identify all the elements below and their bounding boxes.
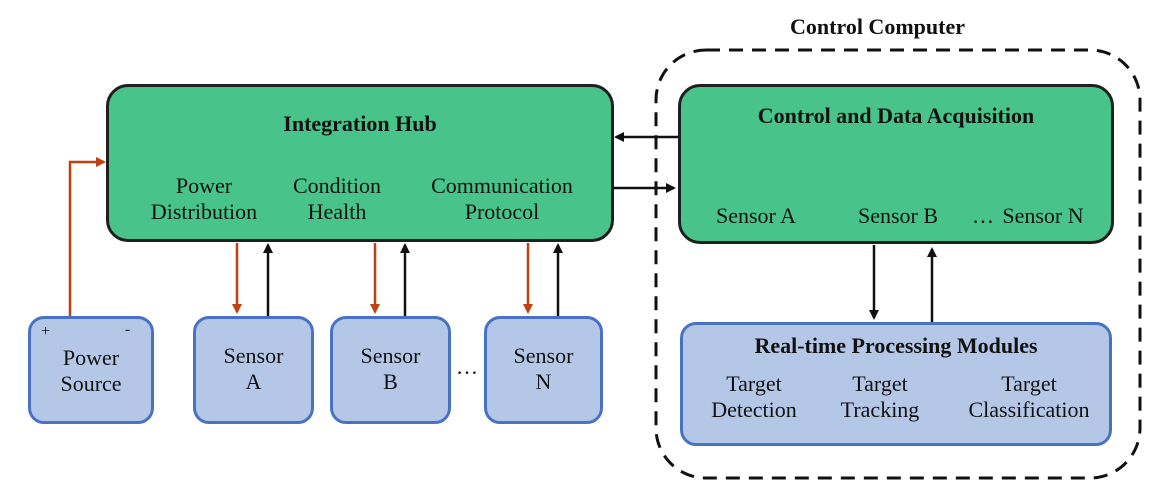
hub-item-line: Power <box>175 173 233 198</box>
daq-sensor-a-label: Sensor A <box>715 203 797 228</box>
processing-line: Tracking <box>840 397 920 423</box>
processing-line: Target <box>852 371 908 396</box>
sensor-b-box: Sensor B <box>330 316 451 424</box>
processing-line: Target <box>726 371 782 396</box>
power-source-label: Power Source <box>31 345 151 398</box>
daq-sensor-ellipsis: … <box>972 203 994 228</box>
processing-modules-box: Real-time Processing Modules Target Dete… <box>680 322 1112 446</box>
sensor-line: A <box>245 369 262 395</box>
hub-item-communication-protocol: Communication Protocol <box>409 173 595 226</box>
processing-line: Detection <box>711 397 797 423</box>
integration-hub: Integration Hub Power Distribution Condi… <box>106 84 614 242</box>
sensor-a-box: Sensor A <box>193 316 314 424</box>
sensor-a-label: Sensor A <box>196 343 311 396</box>
power-source-line: Source <box>60 371 122 397</box>
data-acquisition-title: Control and Data Acquisition <box>757 103 1035 128</box>
control-computer-title: Control Computer <box>790 14 965 39</box>
hub-item-line: Communication <box>431 173 573 198</box>
hub-item-line: Health <box>307 199 367 225</box>
hub-item-line: Condition <box>292 173 381 198</box>
integration-hub-title: Integration Hub <box>283 111 437 136</box>
target-classification-label: Target Classification <box>951 371 1107 424</box>
target-detection-label: Target Detection <box>699 371 809 424</box>
processing-line: Target <box>1001 371 1057 396</box>
power-feed-arrow <box>68 157 106 316</box>
negative-terminal: - <box>125 321 131 338</box>
sensor-line: B <box>383 369 398 395</box>
processing-modules-title: Real-time Processing Modules <box>754 333 1038 358</box>
sensor-ellipsis: … <box>456 354 478 379</box>
positive-terminal: + <box>41 323 51 340</box>
sensor-b-label: Sensor B <box>333 343 448 396</box>
sensor-line: Sensor <box>360 343 421 368</box>
control-computer-boundary <box>654 48 1142 480</box>
power-source-line: Power <box>62 345 120 370</box>
sensor-n-label: Sensor N <box>487 343 600 396</box>
processing-line: Classification <box>968 397 1090 423</box>
sensor-line: Sensor <box>513 343 574 368</box>
data-acquisition-module: Control and Data Acquisition <box>678 84 1114 244</box>
sensor-line: Sensor <box>223 343 284 368</box>
daq-sensor-n-label: Sensor N <box>1002 203 1084 228</box>
hub-item-line: Protocol <box>464 199 540 225</box>
hub-item-power-distribution: Power Distribution <box>129 173 279 226</box>
sensor-line: N <box>535 369 552 395</box>
hub-item-line: Distribution <box>150 199 258 225</box>
power-source-box: + - Power Source <box>28 316 154 424</box>
hub-item-condition-health: Condition Health <box>269 173 405 226</box>
target-tracking-label: Target Tracking <box>825 371 935 424</box>
daq-sensor-b-label: Sensor B <box>857 203 939 228</box>
sensor-n-box: Sensor N <box>484 316 603 424</box>
